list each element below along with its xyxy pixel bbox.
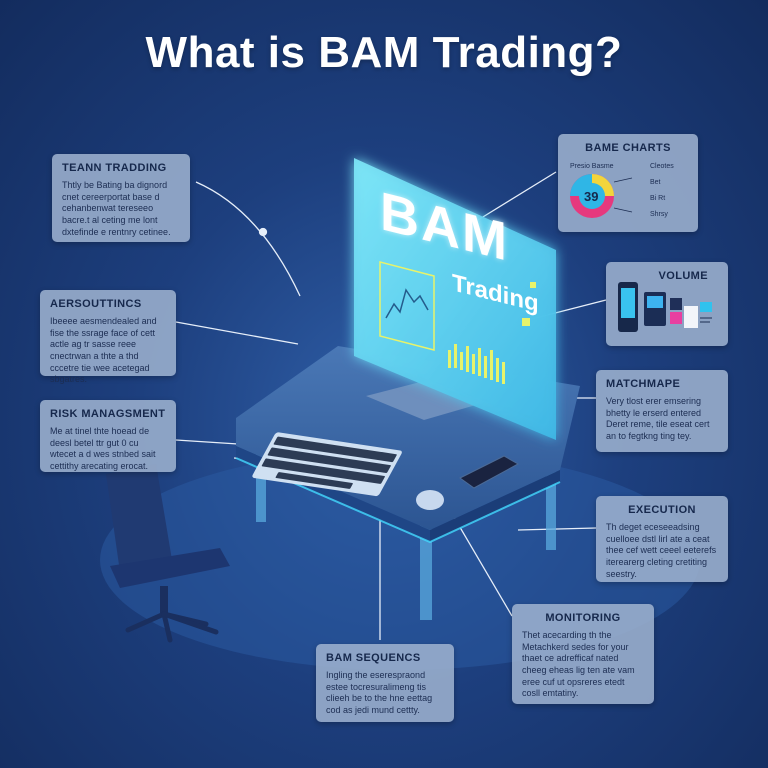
office-chair xyxy=(106,464,230,643)
screen-dot-1 xyxy=(522,318,530,326)
screen-dot-2 xyxy=(530,282,536,288)
donut-chart xyxy=(570,174,633,218)
callout-body: Thet acecarding th the Metachkerd sedes … xyxy=(522,630,635,699)
callout-heading: TEANN TRADDING xyxy=(62,162,167,174)
callout-risk-management: RISK MANAGSMENT Me at tinel thte hoead d… xyxy=(40,400,176,472)
connector-team xyxy=(195,181,301,297)
screen-line-chart xyxy=(385,288,429,319)
callout-heading: BAME CHARTS xyxy=(585,142,671,154)
phone xyxy=(459,455,520,489)
desk-edge-light xyxy=(235,457,561,544)
legend-item: Bet xyxy=(650,179,661,187)
callout-heading: MONITORING xyxy=(545,612,621,624)
callout-heading: AERSOUTTINCS xyxy=(50,298,142,310)
callout-sequences: BAM SEQUENCS Ingling the eserespraond es… xyxy=(316,644,454,722)
connector-execution xyxy=(517,527,597,531)
keyboard xyxy=(252,432,402,497)
callout-accounting: AERSOUTTINCS Ibeeee aesmendealed and fis… xyxy=(40,290,176,384)
chart-legend-right: Cleotes Bet Bi Rt Shrsy xyxy=(650,162,674,221)
connector-charts xyxy=(477,171,557,221)
callout-heading: MATCHMAPE xyxy=(606,378,681,390)
desk-edge-side xyxy=(430,470,560,542)
connector-accounting xyxy=(175,321,299,345)
chart-legend-left: Presio Basme xyxy=(570,163,614,170)
callout-body: Ingling the eserespraond estee tocresura… xyxy=(326,670,433,716)
callout-monitoring: MONITORING Thet acecarding th the Metach… xyxy=(512,604,654,704)
callout-body: Th deget eceseeadsing cuelloee dstl lirl… xyxy=(606,522,717,579)
callout-volume: VOLUME xyxy=(606,262,728,346)
connector-risk xyxy=(175,439,239,445)
volume-devices-icon xyxy=(618,282,712,332)
callout-execution: EXECUTION Th deget eceseeadsing cuelloee… xyxy=(596,496,728,582)
screen-line-chart-frame xyxy=(379,261,435,351)
donut-value: 39 xyxy=(584,189,599,204)
screen-bar-chart xyxy=(448,344,505,384)
monitor xyxy=(354,158,556,440)
monitor-stand xyxy=(366,380,486,420)
callout-heading: EXECUTION xyxy=(628,504,696,516)
callout-heading: RISK MANAGSMENT xyxy=(50,408,166,420)
legend-item: Shrsy xyxy=(650,211,668,219)
legend-item: Cleotes xyxy=(650,163,674,170)
callout-body: Very tlost erer emsering bhetty le erser… xyxy=(606,396,710,442)
legend-item: Bi Rt xyxy=(650,195,666,203)
desk-legs xyxy=(256,450,556,620)
callout-body: Me at tinel thte hoead de deesl betel tt… xyxy=(50,426,156,472)
callout-team-trading: TEANN TRADDING Thtly be Bating ba dignor… xyxy=(52,154,190,242)
callout-heading: VOLUME xyxy=(658,270,708,282)
callout-heading: BAM SEQUENCS xyxy=(326,652,421,664)
callout-body: Thtly be Bating ba dignord cnet cereerpo… xyxy=(62,180,171,237)
callout-charts: BAME CHARTS Presio Basme 39 Cleotes Bet … xyxy=(558,134,698,232)
callout-body: Ibeeee aesmendealed and fise the ssrage … xyxy=(50,316,157,385)
mouse xyxy=(416,490,444,510)
callout-matchmape: MATCHMAPE Very tlost erer emsering bhett… xyxy=(596,370,728,452)
page-title: What is BAM Trading? xyxy=(145,28,623,77)
